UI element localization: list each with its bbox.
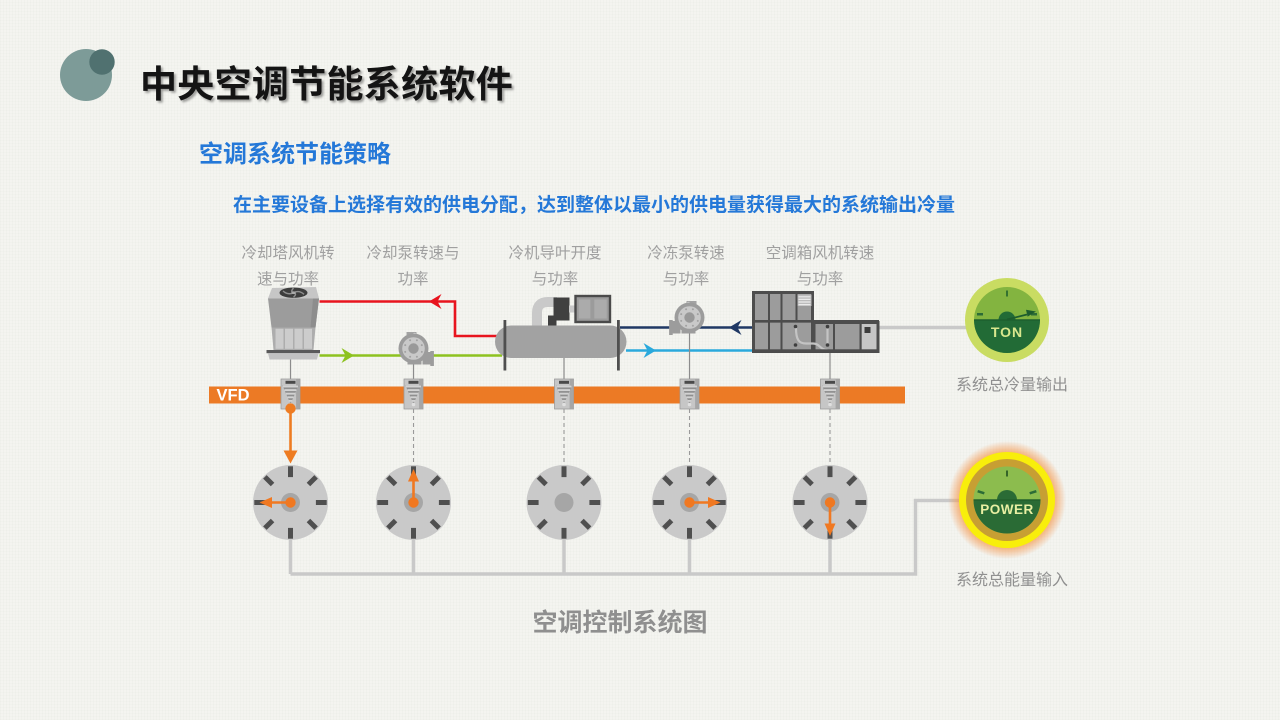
svg-text:VFD: VFD <box>217 387 250 405</box>
svg-text:TON: TON <box>991 324 1023 340</box>
svg-text:POWER: POWER <box>980 502 1034 517</box>
